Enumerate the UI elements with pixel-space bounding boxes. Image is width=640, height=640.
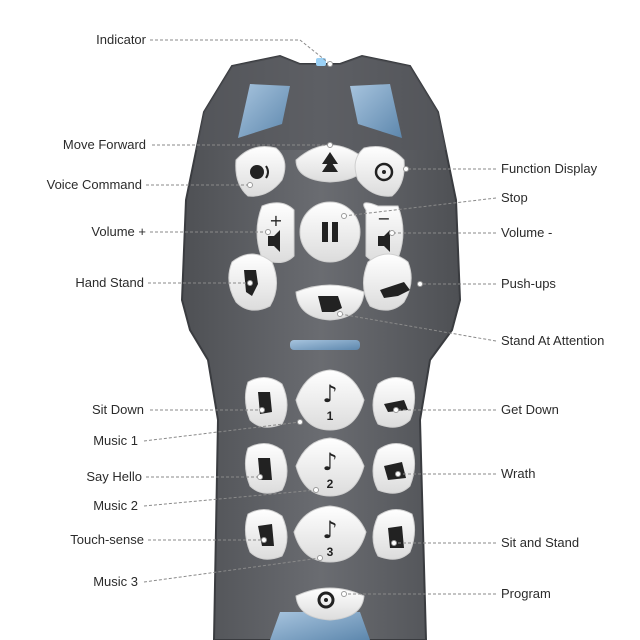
lower-buttons: ♪ 1 ♪ 2 ♪: [244, 369, 416, 621]
push-ups-button[interactable]: [363, 253, 412, 311]
stop-button[interactable]: [299, 201, 361, 263]
leader-stand-at-attention: [339, 313, 497, 342]
function-display-button[interactable]: [354, 146, 405, 197]
leader-lines: [143, 39, 497, 595]
center-accent-strip: [290, 340, 360, 350]
label-volume-down: Volume -: [501, 225, 553, 240]
music-note-icon: ♪: [322, 380, 337, 408]
label-wrath: Wrath: [501, 466, 536, 481]
plus-sign: +: [269, 211, 282, 230]
label-function-display: Function Display: [501, 161, 598, 176]
upper-buttons: + −: [228, 144, 412, 321]
label-move-forward: Move Forward: [62, 137, 146, 152]
label-sit-down: Sit Down: [91, 402, 144, 417]
speaker-icon: [378, 230, 390, 252]
volume-down-button[interactable]: −: [363, 202, 404, 263]
leader-music-1: [143, 421, 301, 442]
film-reel-icon: [374, 162, 394, 182]
leader-stop: [343, 197, 497, 217]
left-accent-panel: [238, 84, 290, 138]
leader-indicator: [150, 39, 331, 65]
music-2-number: 2: [327, 477, 334, 491]
remote-body: [180, 54, 462, 640]
indicator-light: [316, 58, 326, 66]
music-1-button[interactable]: ♪ 1: [295, 369, 365, 431]
label-indicator: Indicator: [96, 32, 146, 47]
arrow-up-icon: [322, 152, 338, 172]
label-music-2: Music 2: [93, 498, 138, 513]
label-sit-and-stand: Sit and Stand: [501, 535, 580, 550]
label-voice-command: Voice Command: [46, 177, 142, 192]
music-3-button[interactable]: ♪ 3: [293, 505, 367, 563]
say-hello-button[interactable]: [244, 443, 288, 494]
label-stand-at-attention: Stand At Attention: [501, 333, 605, 348]
leader-music-2: [143, 489, 317, 507]
label-push-ups: Push-ups: [501, 276, 556, 291]
gear-icon: [317, 591, 335, 609]
leader-endpoints: [247, 61, 423, 597]
dog-pushup-icon: [380, 282, 410, 298]
sit-and-stand-button[interactable]: [372, 509, 416, 560]
program-button[interactable]: [295, 587, 365, 621]
label-program: Program: [501, 586, 551, 601]
music-1-number: 1: [327, 409, 334, 423]
stand-at-attention-button[interactable]: [295, 284, 365, 321]
speaker-icon: [268, 230, 280, 252]
voice-head-icon: [250, 165, 264, 179]
bottom-accent-panel: [270, 612, 370, 640]
sit-down-button[interactable]: [244, 377, 288, 428]
label-say-hello: Say Hello: [86, 469, 142, 484]
minus-sign: −: [377, 209, 390, 228]
volume-up-button[interactable]: +: [256, 202, 295, 263]
label-volume-up: Volume +: [91, 224, 146, 239]
dog-lying-icon: [384, 400, 408, 412]
wrath-button[interactable]: [372, 443, 416, 494]
label-hand-stand: Hand Stand: [75, 275, 144, 290]
label-get-down: Get Down: [501, 402, 559, 417]
label-music-3: Music 3: [93, 574, 138, 589]
music-2-button[interactable]: ♪ 2: [295, 437, 365, 497]
label-touch-sense: Touch-sense: [70, 532, 144, 547]
music-note-icon: ♪: [322, 448, 337, 476]
music-3-number: 3: [327, 545, 334, 559]
pause-icon: [322, 222, 328, 242]
get-down-button[interactable]: [372, 377, 416, 428]
label-music-1: Music 1: [93, 433, 138, 448]
dog-standing-icon: [318, 296, 342, 312]
music-note-icon: ♪: [322, 516, 337, 544]
label-stop: Stop: [501, 190, 528, 205]
touch-sense-button[interactable]: [244, 509, 288, 560]
right-accent-panel: [350, 84, 402, 138]
